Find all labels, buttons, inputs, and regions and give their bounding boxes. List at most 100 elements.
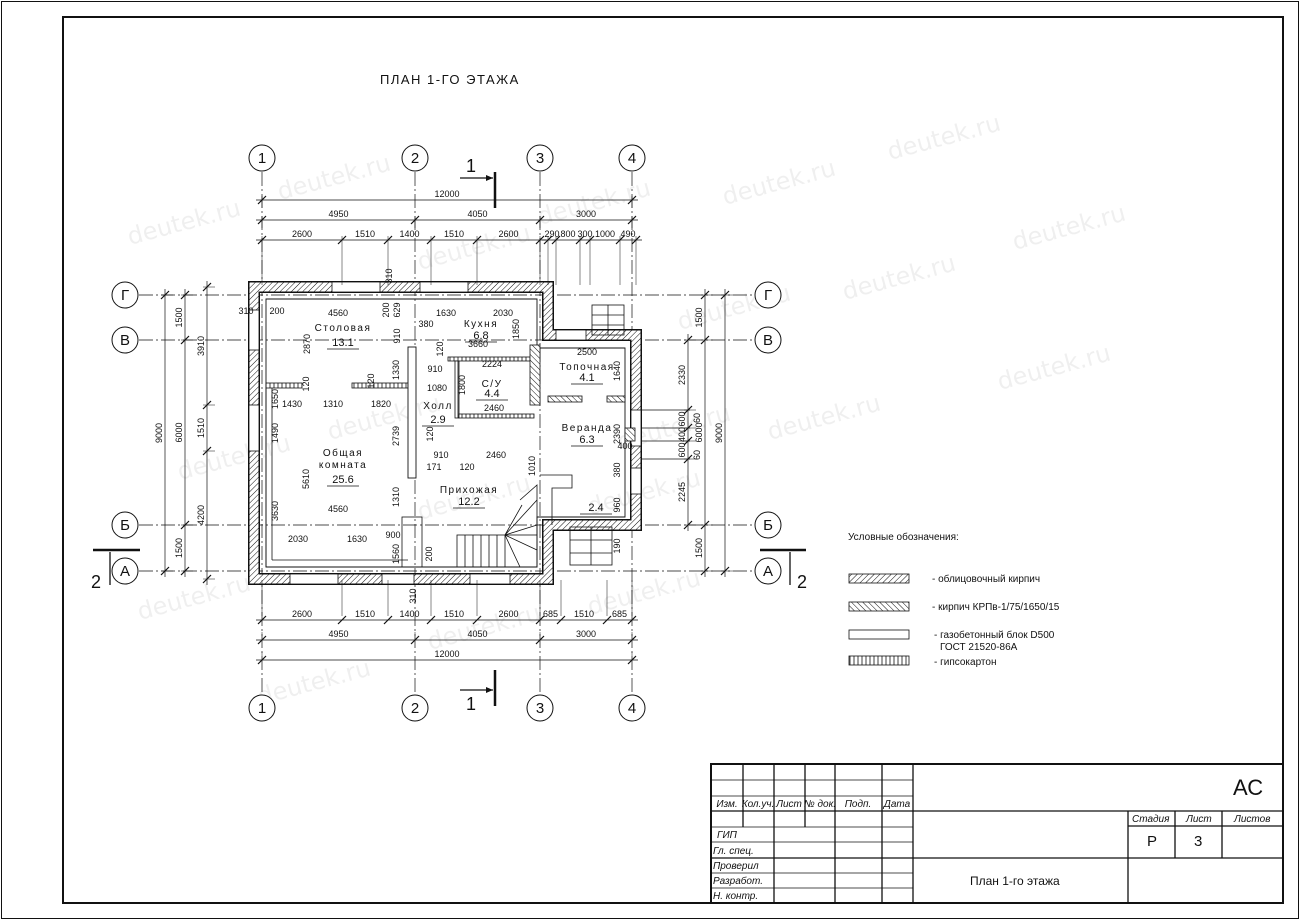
room-labels: Столовая13.1Кухня6.8С/У4.4Холл2.9Общаяко… (315, 319, 614, 515)
dimension-label: 60 (692, 413, 702, 423)
room-name: Веранда (562, 423, 613, 434)
dimension-label: 3910 (196, 336, 206, 356)
interior-dimension-label: 1310 (391, 487, 401, 507)
brick-swatch (848, 601, 910, 612)
axis-bubble (248, 144, 276, 172)
watermark-text: deutek.ru (414, 219, 533, 276)
drawing-frame (62, 16, 1284, 904)
axis-bubble (111, 511, 139, 539)
dimension-label: 1500 (174, 538, 184, 558)
axis-bubble (401, 144, 429, 172)
dimension-label: 3000 (576, 209, 596, 219)
interior-dimension-label: 1820 (371, 399, 391, 409)
dimension-label: 4050 (467, 209, 487, 219)
interior-dimension-label: 310 (408, 588, 418, 603)
interior-dimension-label: 200 (424, 546, 434, 561)
dimension-label: 1510 (196, 418, 206, 438)
interior-dimension-label: 120 (435, 341, 445, 356)
drawing-title: ПЛАН 1-ГО ЭТАЖА (380, 72, 520, 87)
axis-label: 4 (628, 150, 636, 167)
interior-dimension-label: 2460 (484, 403, 504, 413)
interior-dimension-label: 2030 (493, 308, 513, 318)
dimension-label: 290 (544, 229, 559, 239)
interior-dimension-label: 4560 (328, 308, 348, 318)
sheets-label: Листов (1233, 814, 1270, 825)
title-block-header: Подп. (845, 799, 872, 810)
dimension-label: 1510 (444, 229, 464, 239)
watermark-text: deutek.ru (719, 154, 838, 211)
interior-dimension-label: 2460 (486, 450, 506, 460)
document-code: АС (1233, 775, 1263, 800)
interior-dimension-label: 2224 (482, 359, 502, 369)
dimension-label: 9000 (154, 423, 164, 443)
legend-item: ГОСТ 21520-86А (940, 642, 1018, 653)
watermark-text: deutek.ru (1009, 199, 1128, 256)
dimension-label: 2600 (498, 609, 518, 619)
section-2-left-label: 2 (91, 572, 101, 592)
axis-label: 3 (536, 150, 544, 167)
watermark-text: deutek.ru (764, 389, 883, 446)
room-name: Прихожая (440, 485, 498, 496)
section-2-right-label: 2 (797, 572, 807, 592)
room-name: Холл (423, 401, 453, 412)
section-1-top-label: 1 (466, 156, 476, 176)
sheet-title: План 1-го этажа (970, 874, 1060, 888)
interior-dimension-label: 200 (269, 306, 284, 316)
legend-item: - гипсокартон (934, 657, 996, 668)
dimension-label: 1400 (399, 229, 419, 239)
watermark-text: deutek.ru (839, 249, 958, 306)
axis-bubble (754, 281, 782, 309)
watermark-text: deutek.ru (884, 109, 1003, 166)
room-area: 25.6 (332, 474, 353, 486)
sheet-label: Лист (1185, 814, 1212, 825)
dimension-label: 1000 (595, 229, 615, 239)
watermark-text: deutek.ru (134, 569, 253, 626)
floor-plan (248, 281, 690, 585)
room-name: Кухня (464, 319, 498, 330)
interior-dimension-label: 960 (612, 497, 622, 512)
interior-dimension-label: 2030 (288, 534, 308, 544)
dimension-label: 2600 (498, 229, 518, 239)
axis-label: 3 (536, 700, 544, 717)
room-name: Топочная (559, 362, 614, 373)
title-block-header: № док. (804, 799, 836, 810)
interior-dimension-label: 380 (418, 319, 433, 329)
interior-dimension-label: 2500 (577, 347, 597, 357)
axis-label: Г (764, 287, 772, 304)
room-area: 13.1 (332, 337, 353, 349)
axis-label: 1 (258, 150, 266, 167)
watermark-text: deutek.ru (994, 339, 1113, 396)
interior-dimension-label: 400 (617, 441, 632, 451)
axis-bubble (111, 557, 139, 585)
dimension-label: 4950 (328, 209, 348, 219)
legend-item: - газобетонный блок D500 (934, 629, 1055, 641)
title-block-header: Лист (775, 799, 802, 810)
dimension-label: 2330 (677, 365, 687, 385)
dimension-lines (160, 195, 733, 665)
dimension-label: 300 (577, 229, 592, 239)
dimension-label: 1510 (574, 609, 594, 619)
room-area: 4.1 (579, 372, 594, 384)
axis-bubble (526, 144, 554, 172)
interior-dimension-label: 4560 (328, 504, 348, 514)
porch-steps-top (591, 304, 625, 336)
watermark-text: deutek.ru (124, 194, 243, 251)
dimension-label: 3000 (576, 629, 596, 639)
interior-dimension-label: 1560 (391, 544, 401, 564)
watermark-text: deutek.ru (274, 149, 393, 206)
interior-dimension-label: 1490 (270, 423, 280, 443)
dimension-label: 800 (560, 229, 575, 239)
stage-label: Стадия (1132, 814, 1170, 825)
interior-dimension-label: 910 (433, 450, 448, 460)
axis-label: 4 (628, 700, 636, 717)
porch-steps-bottom (569, 526, 613, 566)
interior-dimension-label: 1650 (270, 389, 280, 409)
room-area: 6.3 (579, 434, 594, 446)
interior-dimension-label: 310 (238, 306, 253, 316)
interior-dimension-label: 1330 (391, 360, 401, 380)
watermark-text: deutek.ru (584, 564, 703, 621)
interior-dimension-label: 629 (392, 302, 402, 317)
